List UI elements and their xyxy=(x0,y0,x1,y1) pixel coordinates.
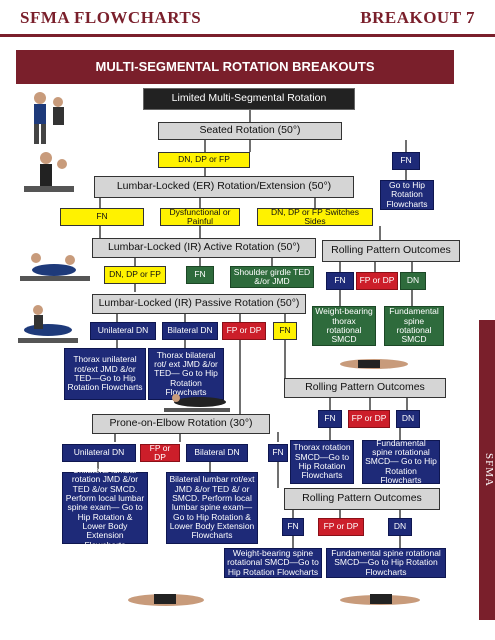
header-rule xyxy=(0,34,495,37)
node-prone-on-elbow: Prone-on-Elbow Rotation (30°) xyxy=(92,414,270,434)
header-right-title: BREAKOUT 7 xyxy=(360,8,475,27)
diagram-title: MULTI-SEGMENTAL ROTATION BREAKOUTS xyxy=(16,50,454,84)
node-bilateral-dn-1: Bilateral DN xyxy=(162,322,218,340)
node-seated-rotation: Seated Rotation (50°) xyxy=(158,122,342,140)
node-unilateral-lumbar: Unilateral lumbar rotation JMD &/or TED … xyxy=(62,465,148,549)
photo-table-rotation xyxy=(20,253,90,281)
node-dysfunctional: Dysfunctional or Painful xyxy=(160,207,240,226)
photo-rolling-3 xyxy=(340,594,420,605)
side-tab-label: SFMA xyxy=(483,453,495,487)
photo-rolling-1 xyxy=(340,359,408,369)
node-go-hip-1: Go to Hip Rotation Flowcharts xyxy=(380,180,434,210)
node-thorax-rotation-smcd: Thorax rotation SMCD—Go to Hip Rotation … xyxy=(290,440,354,484)
node-fn-1: FN xyxy=(392,152,420,170)
node-roll1-dn: DN xyxy=(400,272,426,290)
node-unilateral-dn-1: Unilateral DN xyxy=(90,322,156,340)
node-fn-5: FN xyxy=(268,444,288,462)
node-fn-3: FN xyxy=(186,266,214,284)
node-roll1-fp: FP or DP xyxy=(356,272,398,290)
node-dn-dp-fp-switch: DN, DP or FP Switches Sides xyxy=(257,207,373,226)
photo-prone-elbow xyxy=(164,394,230,412)
node-roll2-dn: DN xyxy=(396,410,420,428)
node-roll1-fn: FN xyxy=(326,272,354,290)
photo-rolling-2 xyxy=(128,594,204,606)
node-fundamental-spine-1: Fundamental spine rotational SMCD xyxy=(384,306,444,346)
node-thorax-unilateral: Thorax unilateral rot/ext JMD &/or TED—G… xyxy=(64,348,146,400)
side-tab xyxy=(479,320,495,620)
node-fp-dp-2: FP or DP xyxy=(140,443,180,462)
node-limited-msr: Limited Multi-Segmental Rotation xyxy=(143,88,355,110)
node-fn-4: FN xyxy=(273,322,297,340)
node-lumbar-locked-er: Lumbar-Locked (ER) Rotation/Extension (5… xyxy=(94,176,354,198)
photo-standing-rotation xyxy=(34,92,64,144)
node-roll3-dn: DN xyxy=(388,518,412,536)
node-roll3-fp: FP or DP xyxy=(318,518,364,536)
node-fundamental-spine-2: Fundamental spine rotational SMCD— Go to… xyxy=(362,438,440,485)
node-weight-bearing-spine: Weight-bearing spine rotational SMCD—Go … xyxy=(224,548,322,578)
node-bilateral-lumbar: Bilateral lumbar rot/ext JMD &/or TED &/… xyxy=(166,472,258,544)
photo-side-lying xyxy=(18,305,78,343)
node-weight-bearing-thorax: Weight-bearing thorax rotational SMCD xyxy=(312,306,376,346)
node-roll2-fp: FP or DP xyxy=(348,410,390,428)
node-roll2-fn: FN xyxy=(318,410,342,428)
header-left-title: SFMA FLOWCHARTS xyxy=(20,8,202,27)
photo-seated-rotation xyxy=(24,152,74,192)
node-fp-dp-1: FP or DP xyxy=(222,322,266,340)
node-thorax-bilateral: Thorax bilateral rot/ ext JMD &/or TED— … xyxy=(148,348,224,400)
node-fn-2: FN xyxy=(60,208,144,226)
node-roll3-fn: FN xyxy=(282,518,304,536)
node-bilateral-dn-2: Bilateral DN xyxy=(186,444,248,462)
node-fundamental-spine-3: Fundamental spine rotational SMCD—Go to … xyxy=(326,548,446,578)
node-unilateral-dn-2: Unilateral DN xyxy=(62,444,136,462)
node-shoulder-girdle: Shoulder girdle TED &/or JMD xyxy=(230,266,314,288)
node-lumbar-locked-ir-active: Lumbar-Locked (IR) Active Rotation (50°) xyxy=(92,238,316,258)
node-lumbar-locked-ir-passive: Lumbar-Locked (IR) Passive Rotation (50°… xyxy=(92,294,306,314)
node-dn-dp-fp-1: DN, DP or FP xyxy=(158,152,250,168)
node-rolling-1: Rolling Pattern Outcomes xyxy=(322,240,460,262)
node-dn-dp-fp-2: DN, DP or FP xyxy=(104,266,166,284)
node-rolling-2: Rolling Pattern Outcomes xyxy=(284,378,446,398)
page-header: SFMA FLOWCHARTS BREAKOUT 7 xyxy=(0,0,495,38)
node-rolling-3: Rolling Pattern Outcomes xyxy=(284,488,440,510)
